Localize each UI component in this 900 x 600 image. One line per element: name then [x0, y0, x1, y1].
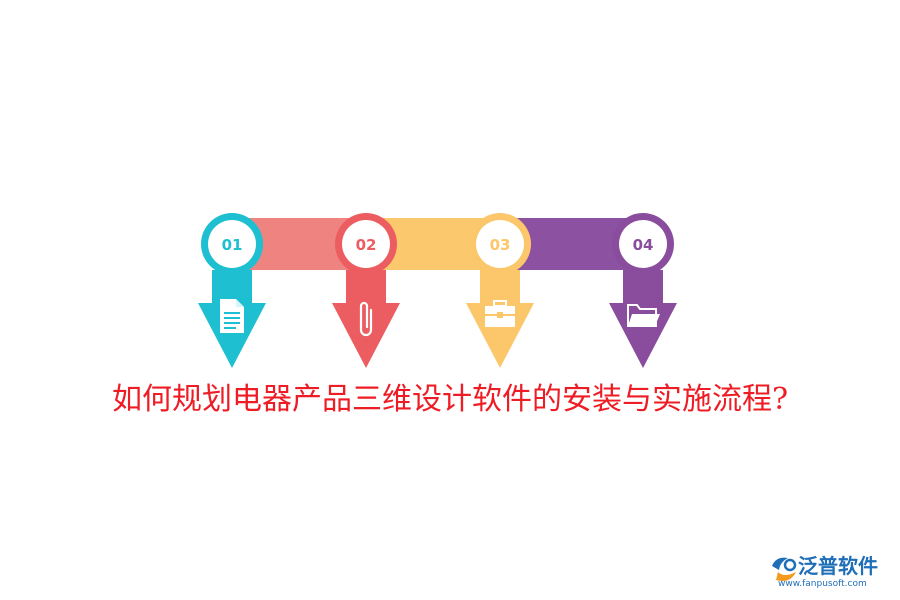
step-4-circle-inner [619, 220, 667, 268]
folder-icon [627, 304, 660, 327]
brand-url: www.fanpusoft.com [778, 579, 867, 589]
step-3: 03 [466, 213, 534, 368]
brand-logo-icon [772, 557, 797, 581]
step-3-circle-inner [476, 220, 524, 268]
step-1-number: 01 [222, 236, 243, 254]
brand-name: 泛普软件 [798, 554, 878, 578]
step-2-circle-inner [342, 220, 390, 268]
step-3-number: 03 [490, 236, 511, 254]
step-1-circle-inner [208, 220, 256, 268]
document-icon [220, 299, 244, 333]
step-2: 02 [332, 213, 400, 368]
step-2-number: 02 [356, 236, 377, 254]
step-4: 04 [609, 213, 677, 368]
step-4-number: 04 [633, 236, 654, 254]
brand-watermark: 泛普软件 www.fanpusoft.com [764, 552, 894, 596]
paperclip-icon [359, 301, 373, 337]
diagram-title: 如何规划电器产品三维设计软件的安装与实施流程? [111, 382, 789, 417]
briefcase-icon [485, 300, 515, 327]
step-1: 01 [198, 213, 266, 368]
